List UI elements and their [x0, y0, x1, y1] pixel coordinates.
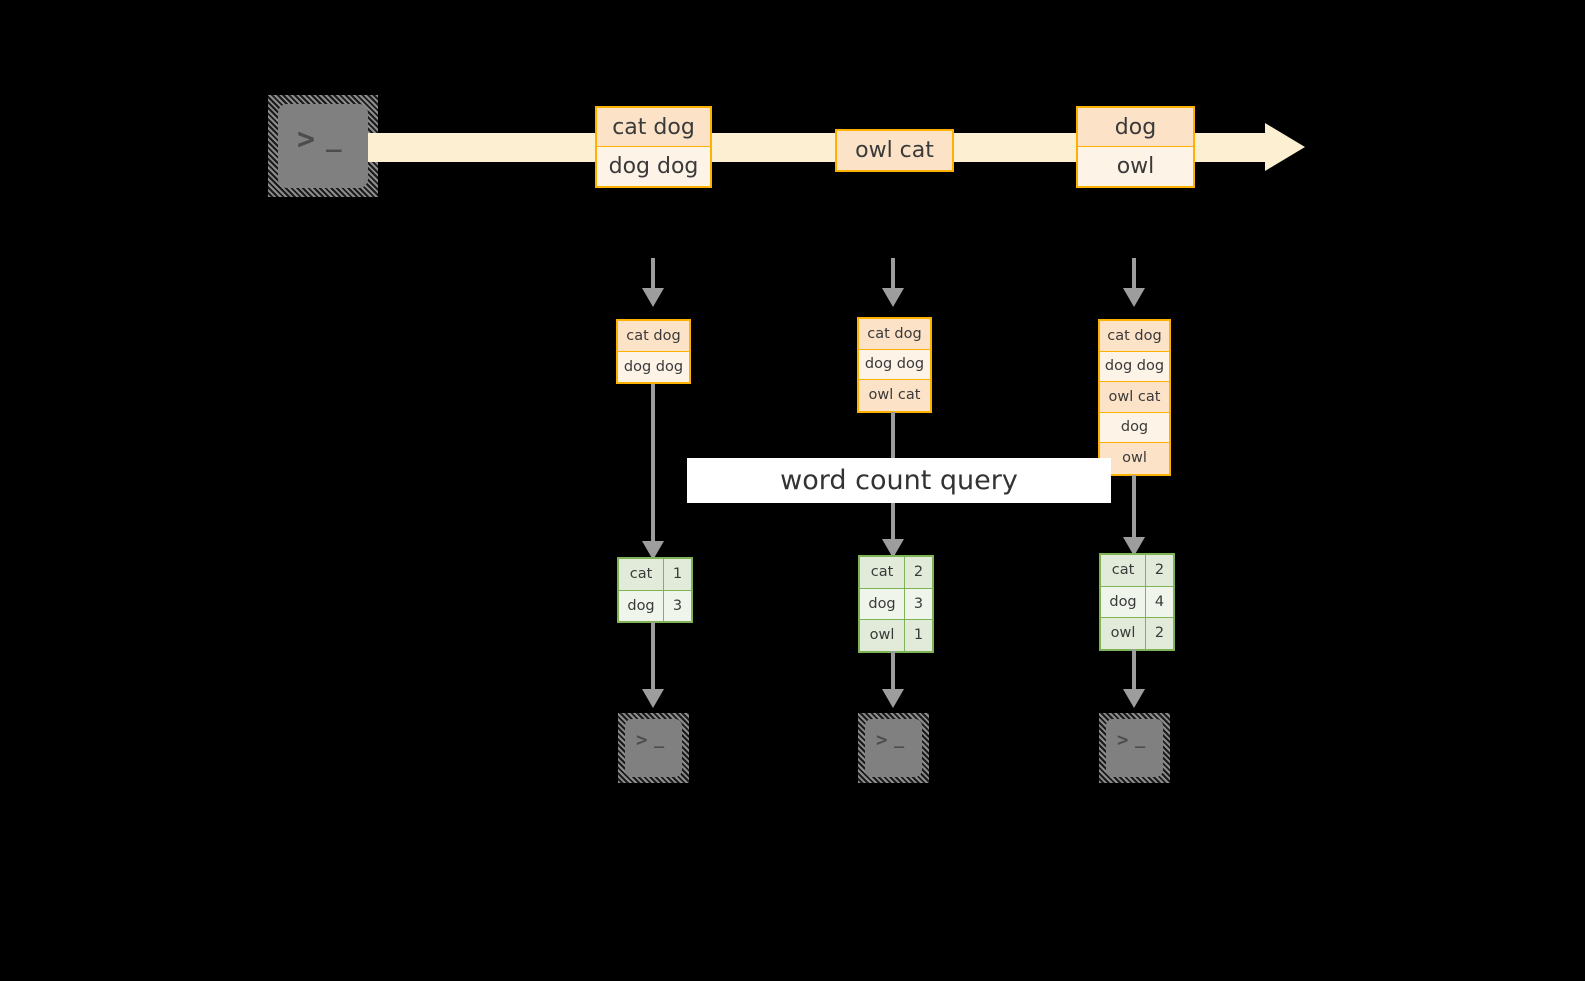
snapshot-1-input-box: cat dog dog dog: [616, 319, 691, 384]
stream-arrow-head: [1265, 123, 1305, 171]
result-word: owl: [860, 620, 905, 651]
snapshot-1-query-arrowhead: [642, 541, 664, 560]
result-word: cat: [1101, 555, 1146, 586]
input-line: owl cat: [859, 380, 930, 411]
query-banner-label: word count query: [780, 465, 1018, 496]
snapshot-3-query-arrowhead: [1123, 537, 1145, 556]
terminal-cursor-glyph: _: [1135, 729, 1147, 749]
terminal-prompt-glyph: >: [297, 122, 317, 157]
input-line: dog dog: [859, 349, 930, 380]
stream-record-line: owl cat: [837, 131, 952, 170]
snapshot-2-sink-terminal-icon[interactable]: > _: [858, 713, 929, 783]
terminal-prompt-glyph: >: [636, 729, 649, 751]
snapshot-2-sink-arrowhead: [882, 689, 904, 708]
result-word: dog: [619, 590, 664, 621]
input-line: cat dog: [1100, 321, 1169, 352]
snapshot-2-feed-arrowhead: [882, 288, 904, 307]
snapshot-3-result-table: cat 2 dog 4 owl 2: [1099, 553, 1175, 651]
snapshot-3-sink-arrowhead: [1123, 689, 1145, 708]
snapshot-1-sink-line: [651, 622, 655, 698]
result-word: cat: [619, 559, 664, 590]
stream-record-line: owl: [1078, 147, 1193, 186]
table-row: dog 3: [860, 588, 932, 620]
result-word: dog: [860, 588, 905, 619]
terminal-body: [1106, 719, 1163, 777]
snapshot-3-sink-line: [1132, 649, 1136, 698]
snapshot-3-query-line: [1132, 475, 1136, 555]
snapshot-1-feed-arrowhead: [642, 288, 664, 307]
table-row: cat 2: [860, 557, 932, 589]
terminal-body: [865, 719, 922, 777]
result-count: 1: [664, 559, 691, 590]
snapshot-1-feed-line: [651, 258, 655, 290]
terminal-prompt-glyph: >: [876, 729, 889, 751]
result-count: 3: [905, 588, 932, 619]
stream-record-group-3: dog owl: [1076, 106, 1195, 188]
snapshot-1-query-line: [651, 384, 655, 556]
terminal-cursor-glyph: _: [654, 729, 666, 749]
terminal-cursor-glyph: _: [894, 729, 906, 749]
result-count: 2: [1146, 618, 1173, 649]
stream-record-line: cat dog: [597, 108, 710, 147]
result-count: 1: [905, 620, 932, 651]
table-row: dog 3: [619, 590, 691, 621]
input-line: cat dog: [618, 321, 689, 352]
terminal-prompt-glyph: >: [1117, 729, 1130, 751]
snapshot-2-input-box: cat dog dog dog owl cat: [857, 317, 932, 413]
result-word: cat: [860, 557, 905, 588]
table-row: dog 4: [1101, 586, 1173, 618]
query-banner: word count query: [687, 458, 1111, 503]
snapshot-3-sink-terminal-icon[interactable]: > _: [1099, 713, 1170, 783]
table-row: cat 1: [619, 559, 691, 591]
input-line: owl: [1100, 443, 1169, 474]
snapshot-3-input-box: cat dog dog dog owl cat dog owl: [1098, 319, 1171, 476]
result-count: 2: [1146, 555, 1173, 586]
table-row: owl 1: [860, 620, 932, 651]
stream-record-line: dog: [1078, 108, 1193, 147]
snapshot-1-sink-arrowhead: [642, 689, 664, 708]
table-row: cat 2: [1101, 555, 1173, 587]
snapshot-2-sink-line: [891, 651, 895, 698]
result-count: 3: [664, 590, 691, 621]
stream-record-line: dog dog: [597, 147, 710, 186]
terminal-body: [278, 104, 368, 188]
input-line: dog dog: [618, 351, 689, 382]
result-count: 2: [905, 557, 932, 588]
input-line: owl cat: [1100, 382, 1169, 413]
snapshot-1-sink-terminal-icon[interactable]: > _: [618, 713, 689, 783]
source-terminal-icon[interactable]: > _: [268, 95, 378, 197]
stream-record-group-2: owl cat: [835, 129, 954, 172]
terminal-cursor-glyph: _: [326, 123, 343, 153]
result-word: owl: [1101, 618, 1146, 649]
terminal-body: [625, 719, 682, 777]
table-row: owl 2: [1101, 618, 1173, 649]
snapshot-3-feed-line: [1132, 258, 1136, 290]
snapshot-3-feed-arrowhead: [1123, 288, 1145, 307]
result-count: 4: [1146, 586, 1173, 617]
snapshot-2-feed-line: [891, 258, 895, 290]
input-line: cat dog: [859, 319, 930, 350]
input-line: dog dog: [1100, 351, 1169, 382]
snapshot-2-query-arrowhead: [882, 539, 904, 558]
snapshot-2-result-table: cat 2 dog 3 owl 1: [858, 555, 934, 653]
result-word: dog: [1101, 586, 1146, 617]
snapshot-1-result-table: cat 1 dog 3: [617, 557, 693, 623]
input-line: dog: [1100, 412, 1169, 443]
stream-record-group-1: cat dog dog dog: [595, 106, 712, 188]
